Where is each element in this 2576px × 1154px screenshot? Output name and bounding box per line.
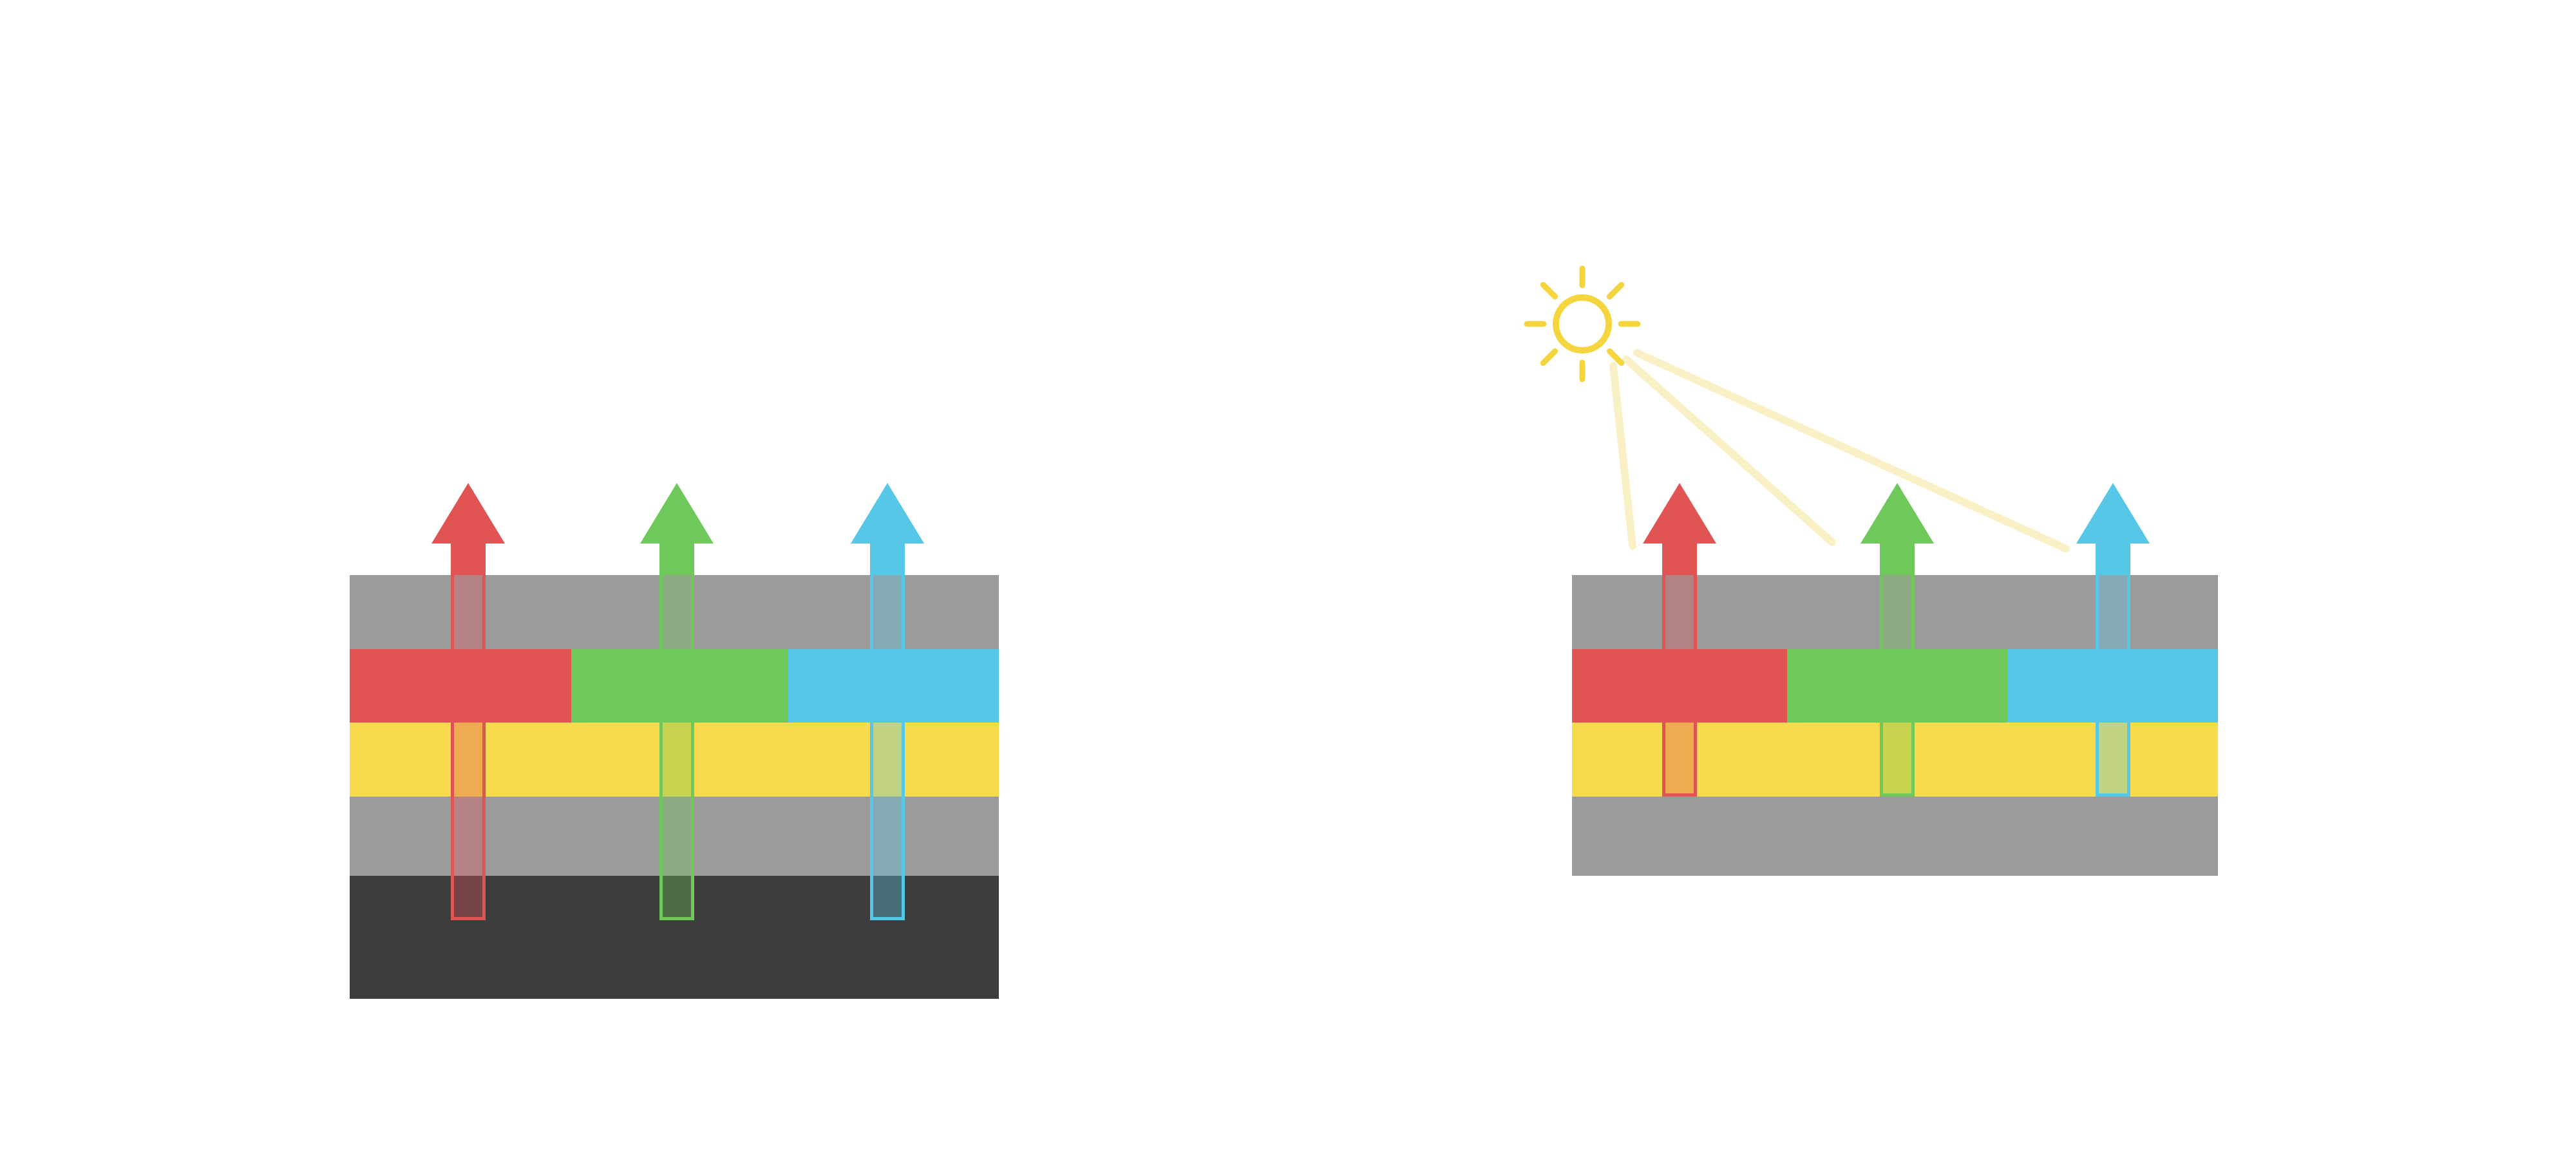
- arrow-shaft: [659, 543, 694, 575]
- green-segment: [1787, 649, 2007, 723]
- arrow-head: [1861, 483, 1934, 544]
- green-segment: [571, 649, 788, 723]
- red-segment: [350, 649, 571, 723]
- sunlight-beam: [1609, 362, 1636, 550]
- sunlit-display-stack: [1572, 575, 2218, 876]
- arrow-head: [640, 483, 714, 544]
- arrow-shaft-through-stack: [659, 575, 694, 920]
- arrow-shaft: [451, 543, 486, 575]
- yellow-layer: [350, 723, 999, 797]
- rgb-stripe-layer: [1572, 649, 2218, 723]
- sun-icon: [1524, 265, 1641, 383]
- red-segment: [1572, 649, 1787, 723]
- dark-backlight-layer: [350, 876, 999, 999]
- arrow-head: [1643, 483, 1716, 544]
- arrow-shaft-through-stack: [2096, 575, 2130, 797]
- arrow-shaft: [2096, 543, 2130, 575]
- gray-layer-top: [350, 575, 999, 649]
- gray-layer-top: [1572, 575, 2218, 649]
- arrow-shaft-through-stack: [1880, 575, 1915, 797]
- arrow-shaft: [870, 543, 905, 575]
- arrow-shaft-through-stack: [451, 575, 486, 920]
- cyan-segment: [2007, 649, 2218, 723]
- backlit-display-stack: [350, 575, 999, 999]
- arrow-head: [431, 483, 505, 544]
- rgb-stripe-layer: [350, 649, 999, 723]
- arrow-head: [2076, 483, 2150, 544]
- arrow-shaft: [1880, 543, 1915, 575]
- yellow-layer: [1572, 723, 2218, 797]
- gray-layer-bottom: [350, 797, 999, 876]
- arrow-head: [851, 483, 924, 544]
- cyan-segment: [788, 649, 999, 723]
- arrow-shaft-through-stack: [870, 575, 905, 920]
- gray-layer-bottom: [1572, 797, 2218, 876]
- arrow-shaft: [1662, 543, 1697, 575]
- arrow-shaft-through-stack: [1662, 575, 1697, 797]
